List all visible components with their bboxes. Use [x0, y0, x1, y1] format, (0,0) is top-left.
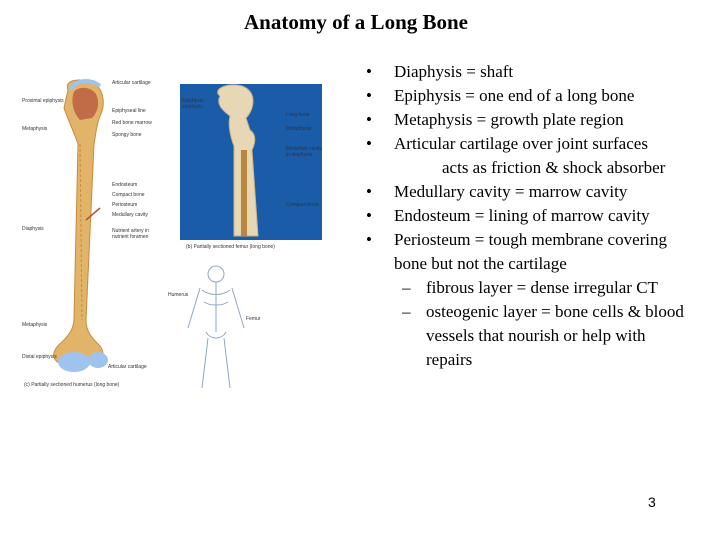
label-distal-epiphysis: Distal epiphysis	[22, 354, 57, 360]
bullet-medullary-cavity: Medullary cavity = marrow cavity	[364, 180, 694, 204]
caption-humerus: (c) Partially sectioned humerus (long bo…	[24, 382, 120, 388]
photo-label-epiphysis: Epiphysis	[182, 98, 204, 104]
skeleton-label-humerus: Humerus	[168, 292, 189, 298]
femur-photo	[180, 84, 322, 240]
bullet-metaphysis: Metaphysis = growth plate region	[364, 108, 694, 132]
label-red-bone-marrow: Red bone marrow	[112, 120, 152, 126]
sub-bullet-fibrous-layer: fibrous layer = dense irregular CT	[394, 276, 694, 300]
label-proximal-epiphysis: Proximal epiphysis	[22, 98, 64, 104]
label-articular-cartilage-bottom: Articular cartilage	[108, 364, 147, 370]
label-compact-bone: Compact bone	[112, 192, 145, 198]
label-epiphyseal-line: Epiphyseal line	[112, 108, 146, 114]
skeleton-diagram	[187, 265, 245, 389]
label-articular-cartilage: Articular cartilage	[112, 80, 151, 86]
photo-label-epiphysis-2: epiphysis	[182, 104, 203, 110]
label-endosteum: Endosteum	[112, 182, 137, 188]
sub-bullet-osteogenic-layer: osteogenic layer = bone cells & blood ve…	[394, 300, 694, 372]
humerus-drawing	[53, 79, 108, 372]
bullet-diaphysis: Diaphysis = shaft	[364, 60, 694, 84]
photo-label-long-bone: Long bone	[286, 112, 310, 118]
photo-label-metaphysis: Metaphysis	[286, 126, 312, 132]
photo-label-compact-bone: Compact bone	[286, 202, 319, 208]
photo-label-in-diaphysis: in diaphysis	[286, 152, 313, 158]
page-number: 3	[648, 494, 656, 510]
photo-label-medullary-cavity: Medullary cavity	[286, 146, 322, 152]
skeleton-label-femur: Femur	[246, 316, 261, 322]
label-diaphysis: Diaphysis	[22, 226, 44, 232]
bullet-content: Diaphysis = shaft Epiphysis = one end of…	[364, 60, 694, 372]
long-bone-figure: Proximal epiphysis Metaphysis Diaphysis …	[20, 70, 350, 400]
bullet-endosteum: Endosteum = lining of marrow cavity	[364, 204, 694, 228]
label-metaphysis-bottom: Metaphysis	[22, 322, 48, 328]
bullet-articular-cartilage: Articular cartilage over joint surfacesa…	[364, 132, 694, 180]
slide-title: Anatomy of a Long Bone	[243, 10, 469, 34]
bullet-periosteum: Periosteum = tough membrane covering bon…	[364, 228, 694, 372]
label-periosteum: Periosteum	[112, 202, 137, 208]
bone-illustration: Proximal epiphysis Metaphysis Diaphysis …	[22, 79, 322, 389]
label-nutrient-foramen: nutrient foramen	[112, 234, 149, 240]
label-medullary-cavity: Medullary cavity	[112, 212, 148, 218]
label-spongy-bone: Spongy bone	[112, 132, 142, 138]
label-metaphysis-top: Metaphysis	[22, 126, 48, 132]
periosteum-sublist: fibrous layer = dense irregular CT osteo…	[394, 276, 694, 372]
bullet-list: Diaphysis = shaft Epiphysis = one end of…	[364, 60, 694, 372]
caption-photo: (b) Partially sectioned femur (long bone…	[186, 244, 275, 250]
label-nutrient-artery: Nutrient artery in	[112, 228, 149, 234]
bullet-epiphysis: Epiphysis = one end of a long bone	[364, 84, 694, 108]
